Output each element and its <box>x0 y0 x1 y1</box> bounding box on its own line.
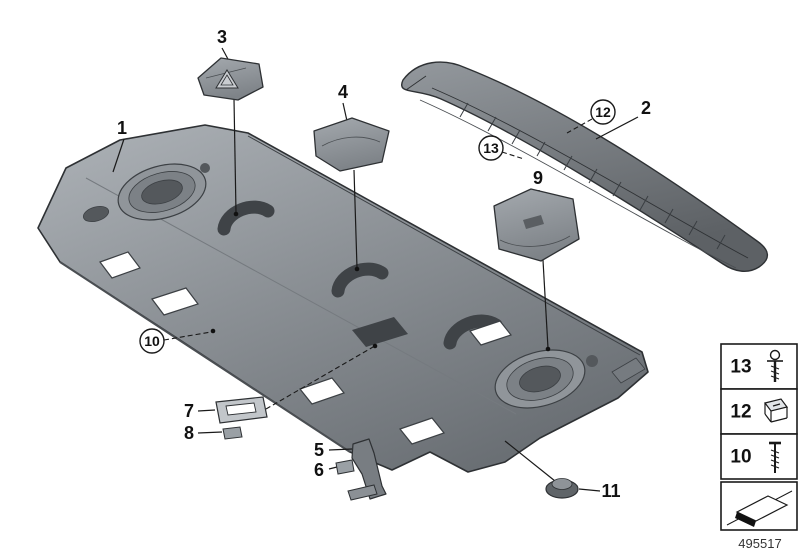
svg-text:10: 10 <box>144 333 160 349</box>
push-rivet-icon <box>767 349 783 382</box>
right-tiny-hole <box>586 355 598 367</box>
legend-table: 13 12 10 <box>720 343 798 531</box>
trim-clip-icon <box>763 398 789 423</box>
callout-4[interactable]: 4 <box>338 82 348 102</box>
diagram-part-number: 495517 <box>738 536 781 551</box>
screw-icon <box>769 441 781 473</box>
callout-7[interactable]: 7 <box>184 401 194 421</box>
grommet-part-11 <box>545 478 579 499</box>
rear-shelf-part <box>37 124 649 473</box>
strip-ribs <box>459 102 726 250</box>
callout-10[interactable]: 10 <box>139 328 165 354</box>
cover-part-4 <box>313 117 390 172</box>
svg-text:12: 12 <box>730 402 751 423</box>
rect-holes <box>99 251 512 445</box>
arch-cutouts <box>217 200 503 350</box>
bracket-part-5 <box>347 438 387 501</box>
legend-row-12[interactable]: 12 <box>720 388 798 435</box>
callouts: 1 2 3 4 5 6 7 8 9 11 10 12 13 <box>117 27 651 501</box>
callout-8[interactable]: 8 <box>184 423 194 443</box>
warning-triangle-icon <box>215 69 239 89</box>
callout-1[interactable]: 1 <box>117 118 127 138</box>
clip-part-6 <box>335 459 355 475</box>
legend-footer-box[interactable] <box>720 481 798 531</box>
legend-row-10[interactable]: 10 <box>720 433 798 480</box>
corner-detail <box>611 357 646 384</box>
left-speaker-cutout <box>117 163 207 221</box>
attachment-dots <box>210 211 551 352</box>
clip-part-8 <box>222 426 243 440</box>
svg-text:13: 13 <box>730 357 751 378</box>
callout-9[interactable]: 9 <box>533 168 543 188</box>
leader-lines <box>112 47 639 492</box>
callout-12[interactable]: 12 <box>590 99 616 125</box>
callout-5[interactable]: 5 <box>314 440 324 460</box>
callout-2[interactable]: 2 <box>641 98 651 118</box>
right-speaker-cutout <box>494 349 586 409</box>
left-tiny-hole <box>200 163 210 173</box>
svg-text:12: 12 <box>595 104 611 120</box>
cover-part-3 <box>197 57 264 101</box>
center-dark-cutout <box>352 317 408 347</box>
callout-13[interactable]: 13 <box>478 135 504 161</box>
dashed-leader-lines <box>163 118 593 410</box>
callout-3[interactable]: 3 <box>217 27 227 47</box>
legend-row-13[interactable]: 13 <box>720 343 798 390</box>
trim-strip-part <box>400 61 769 272</box>
wedge-icon <box>726 490 793 527</box>
bracket-part-7 <box>215 396 268 424</box>
svg-text:10: 10 <box>730 447 751 468</box>
callout-11[interactable]: 11 <box>601 481 620 501</box>
callout-6[interactable]: 6 <box>314 460 324 480</box>
svg-text:13: 13 <box>483 140 499 156</box>
speaker-cover-part-9 <box>493 188 580 262</box>
left-small-cutout <box>82 205 110 223</box>
